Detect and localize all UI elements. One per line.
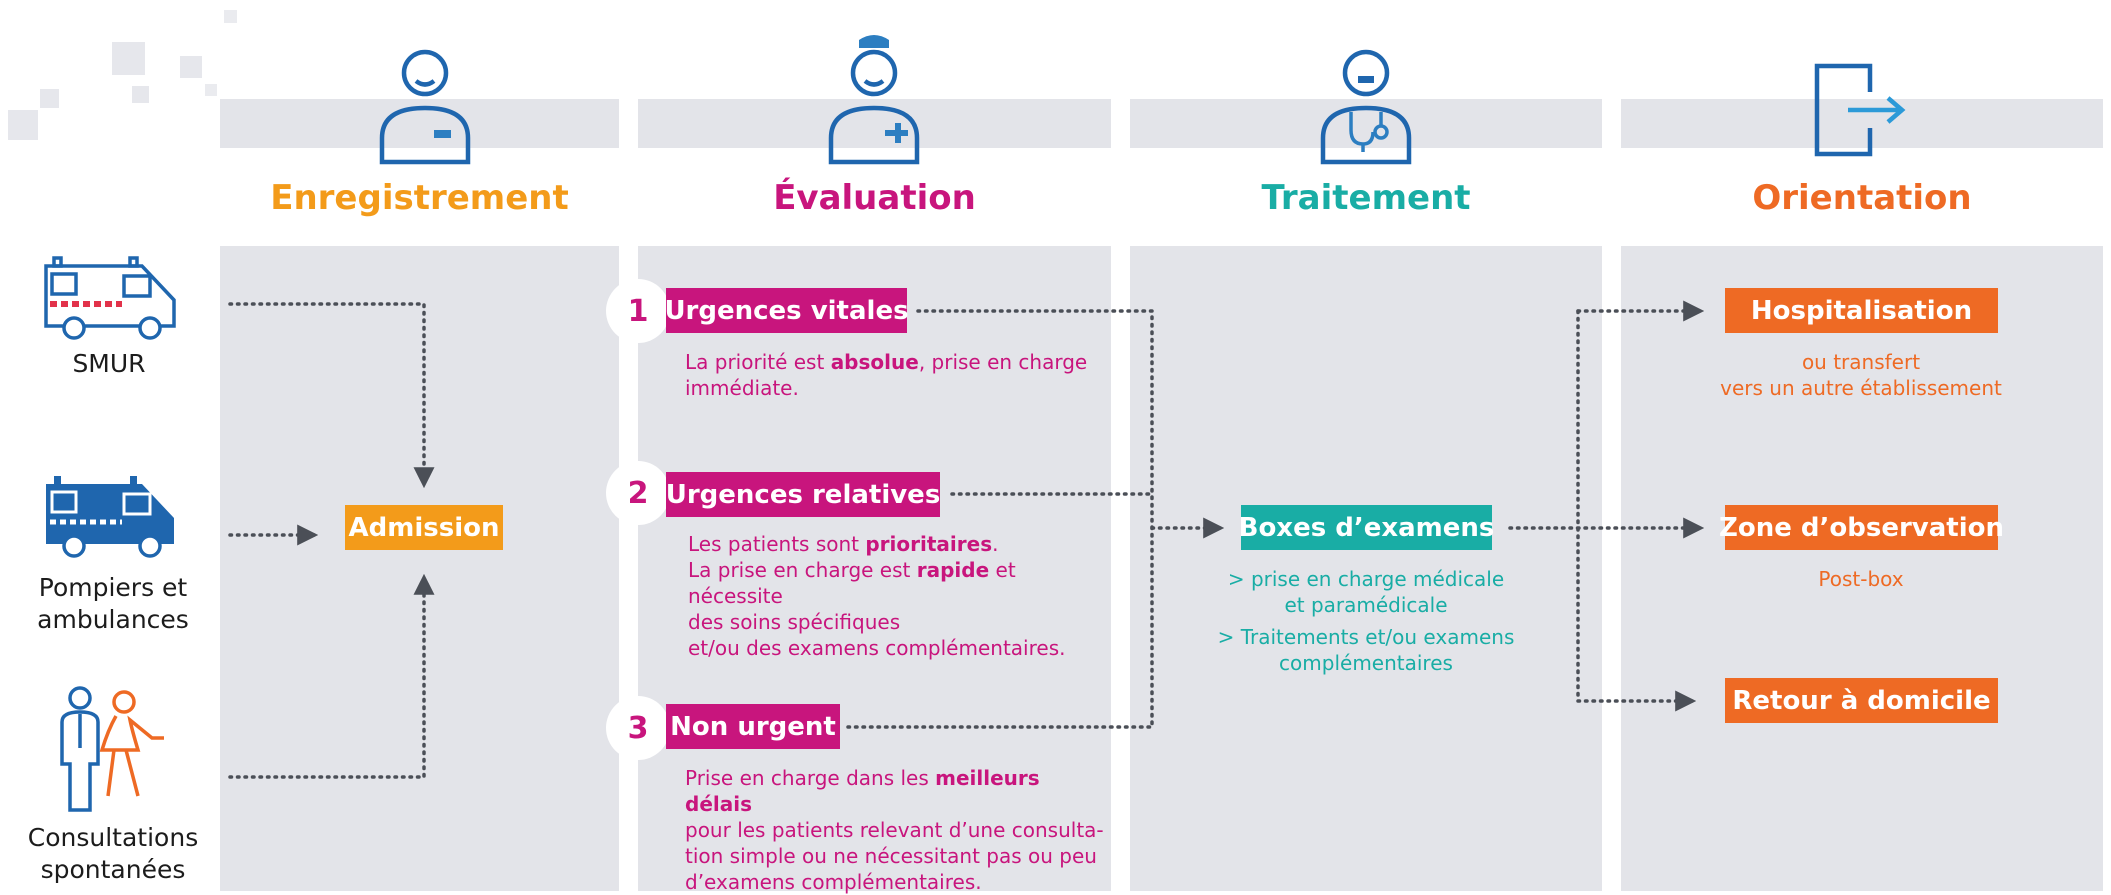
consult-label-line1: Consultations [27,823,199,852]
doctor-icon [1320,49,1412,165]
consult-label-line2: spontanées [40,855,186,884]
treatment-text-2: > Traitements et/ou examens complémentai… [1217,625,1515,675]
evaluation-heading: Évaluation [773,178,976,218]
admission-box: Admission [345,505,503,550]
treatment-text: > prise en charge médicale et paramédica… [1227,567,1505,617]
urgences-vitales-text: La priorité est absolue, prise en charge… [685,350,1088,400]
non-urgent-text: Prise en charge dans les meilleurs délai… [685,766,1104,894]
triage-number-3: 3 [606,696,670,760]
triage-number-2: 2 [606,461,670,525]
nurse-icon [828,35,920,165]
urgences-vitales-box: Urgences vitales [664,288,909,333]
hospitalisation-text: ou transfert vers un autre établissement [1720,350,2002,400]
receptionist-icon [379,49,471,165]
orientation-column [1621,246,2103,891]
post-box-text: Post-box [1818,567,1904,591]
smur-label: SMUR [72,349,146,378]
ambulance-icon [46,476,174,558]
zone-observation-box: Zone d’observation [1719,505,2004,550]
urgences-relatives-box: Urgences relatives [666,472,940,517]
smur-ambulance-icon [44,256,176,340]
non-urgent-box: Non urgent [666,704,840,749]
orientation-heading: Orientation [1752,178,1972,218]
walk-in-people-icon [60,686,164,812]
triage-number-1: 1 [606,279,670,343]
treatment-heading: Traitement [1261,178,1471,218]
pompiers-label-line2: ambulances [37,605,189,634]
treatment-column [1130,246,1602,891]
orientation-header-band [1621,99,2103,148]
registration-column [220,246,619,891]
registration-heading: Enregistrement [270,178,569,218]
pompiers-label-line1: Pompiers et [38,573,188,602]
urgences-relatives-text: Les patients sont prioritaires. La prise… [688,532,1066,660]
retour-domicile-box: Retour à domicile [1725,678,1998,723]
hospitalisation-box: Hospitalisation [1725,288,1998,333]
evaluation-column [638,246,1111,891]
boxes-examens-box: Boxes d’examens [1239,505,1494,550]
exit-door-icon [1814,63,1906,157]
